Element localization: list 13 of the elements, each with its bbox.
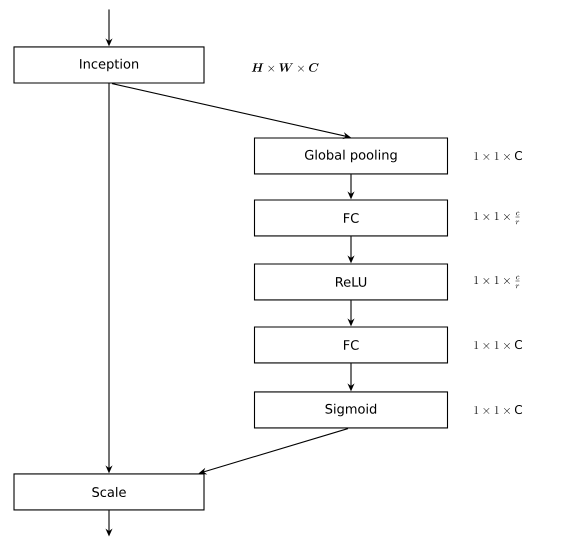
process-box: ReLU [254, 263, 448, 301]
process-box: Inception [13, 46, 205, 84]
dimension-label: $1\times 1\times \frac{c}{r}$ [474, 276, 520, 288]
dimension-label: $1\times 1\times \frac{c}{r}$ [474, 212, 520, 224]
process-box: Scale [13, 473, 205, 511]
process-box: FC [254, 326, 448, 364]
dimension-label: $\boldsymbol{H}\times \boldsymbol{W}\times \boldsymbol{C}$ [252, 63, 319, 72]
dimension-label: $1\times 1\times \mathrm{C}$ [474, 340, 522, 350]
process-box: FC [254, 199, 448, 237]
dimension-label: $1\times 1\times \mathrm{C}$ [474, 405, 522, 414]
process-box: Sigmoid [254, 391, 448, 429]
dimension-label: $1\times 1\times \mathrm{C}$ [474, 151, 522, 160]
process-box: Global pooling [254, 137, 448, 175]
